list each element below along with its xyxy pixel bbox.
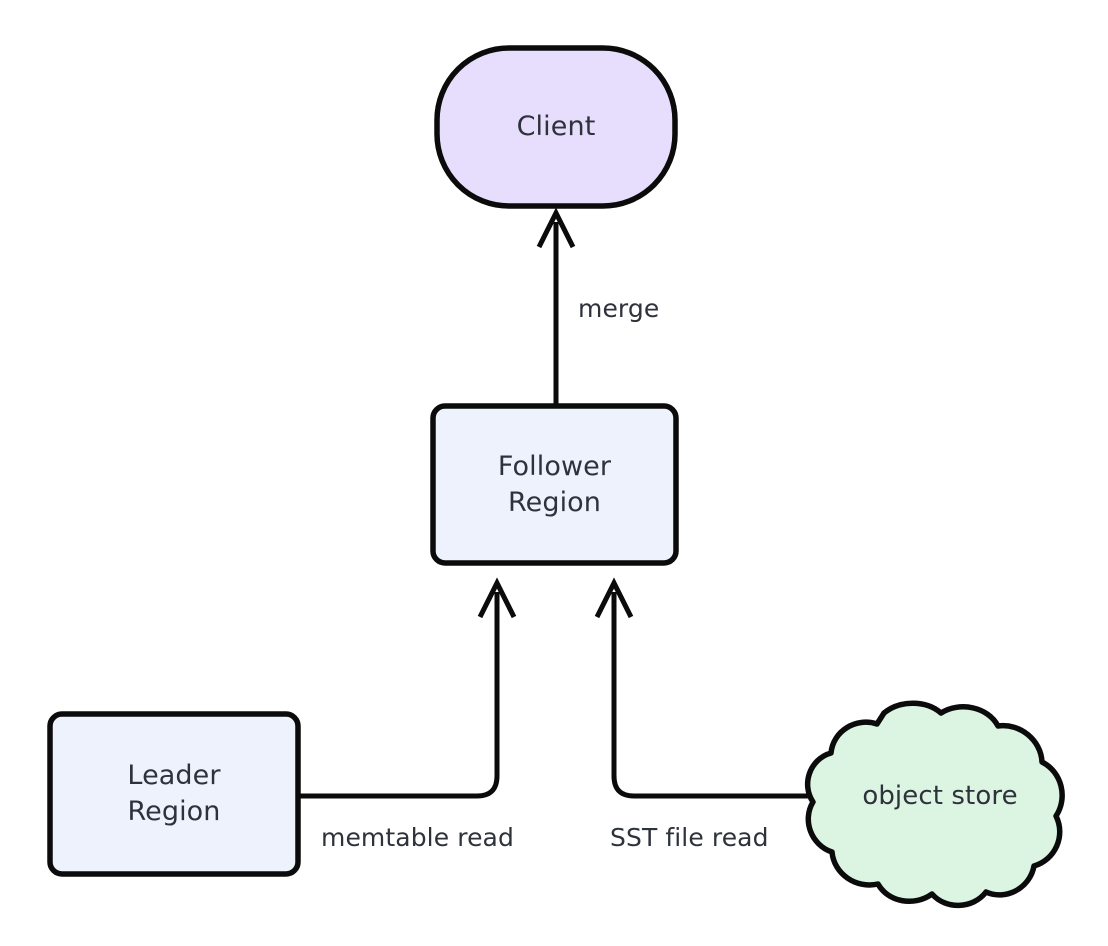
- edge-store-to-follower: [594, 577, 820, 799]
- arrow-head-sst-file-read: [594, 577, 634, 619]
- node-leader-region-shape[interactable]: [47, 711, 301, 877]
- arrow-head-merge: [536, 207, 576, 249]
- edge-label-sst-file-read: SST file read: [606, 822, 773, 854]
- edge-path-memtable-read: [298, 592, 500, 799]
- node-object-store-shape[interactable]: [804, 700, 1065, 909]
- edge-follower-to-client: [536, 207, 576, 406]
- edge-label-memtable-read: memtable read: [317, 822, 518, 854]
- edge-path-sst-file-read: [611, 592, 820, 799]
- edge-label-merge: merge: [574, 293, 664, 325]
- edge-leader-to-follower: [298, 577, 517, 799]
- arrow-head-memtable-read: [477, 577, 517, 619]
- node-client-shape[interactable]: [434, 45, 678, 209]
- node-follower-region-shape[interactable]: [430, 403, 679, 566]
